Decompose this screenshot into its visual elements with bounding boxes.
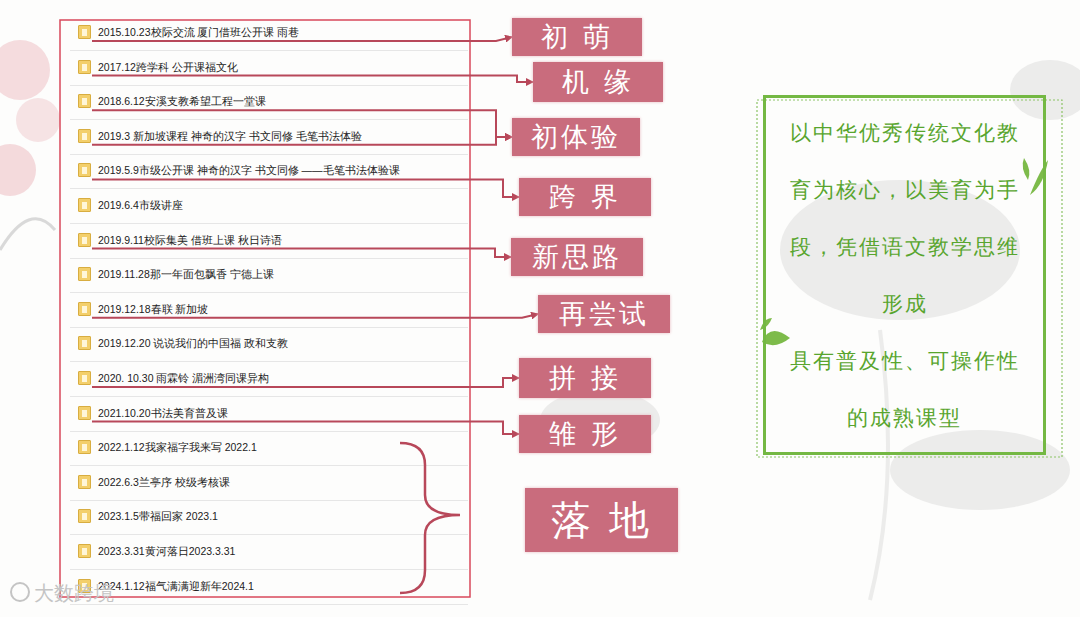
folder-icon: [78, 267, 91, 281]
ink-flower: [0, 40, 60, 250]
file-entry: 2019.5.9市级公开课 神奇的汉字 书文同修 ——毛笔书法体验课: [70, 161, 465, 179]
entry-text: 2019.12.20 说说我们的中国福 政和支教: [98, 337, 288, 349]
row-separator: [70, 154, 468, 155]
file-entry: 2019.12.20 说说我们的中国福 政和支教: [70, 334, 465, 352]
row-separator: [70, 569, 468, 570]
arrow-connector: [92, 249, 511, 257]
row-separator: [70, 534, 468, 535]
row-separator: [70, 327, 468, 328]
entry-text: 2024.1.12福气满满迎新年2024.1: [98, 580, 254, 592]
file-entry: 2017.12跨学科 公开课福文化: [70, 58, 465, 76]
row-separator: [70, 188, 468, 189]
curly-brace: [400, 443, 460, 593]
row-separator: [70, 292, 468, 293]
folder-icon: [78, 163, 91, 177]
folder-icon: [78, 406, 91, 420]
file-entry: 2024.1.12福气满满迎新年2024.1: [70, 577, 465, 595]
watermark-logo: [11, 583, 29, 601]
folder-icon: [78, 509, 91, 523]
row-separator: [70, 258, 468, 259]
dotted-frame: [757, 100, 1062, 457]
folder-icon: [78, 60, 91, 74]
row-separators: [70, 51, 468, 605]
file-entry: 2019.9.11校际集美 借班上课 秋日诗语: [70, 231, 465, 249]
row-separator: [70, 604, 468, 605]
entry-text: 2019.3 新加坡课程 神奇的汉字 书文同修 毛笔书法体验: [98, 130, 362, 142]
file-entry: 2019.3 新加坡课程 神奇的汉字 书文同修 毛笔书法体验: [70, 127, 465, 145]
stage-label: 新思路: [511, 238, 643, 276]
stage-text: 初体验: [531, 119, 621, 155]
stage-label: 落 地: [525, 488, 678, 552]
entry-text: 2019.11.28那一年面包飘香 宁德上课: [98, 268, 274, 280]
stage-text: 拼 接: [549, 360, 621, 396]
folder-icon: [78, 94, 91, 108]
stage-label: 初 萌: [512, 18, 642, 56]
file-entry: 2022.6.3兰亭序 校级考核课: [70, 473, 465, 491]
folder-icon: [78, 475, 91, 489]
summary-text: 以中华优秀传统文化教育为核心，以美育为手段，凭借语文教学思维形成: [785, 104, 1025, 332]
stage-text: 初 萌: [541, 19, 613, 55]
entry-text: 2022.6.3兰亭序 校级考核课: [98, 476, 230, 488]
entry-text: 2021.10.20书法美育普及课: [98, 407, 228, 419]
file-entry: 2019.11.28那一年面包飘香 宁德上课: [70, 265, 465, 283]
stage-text: 跨 界: [549, 179, 621, 215]
file-entry: 2023.1.5带福回家 2023.1: [70, 507, 465, 525]
entry-text: 2023.1.5带福回家 2023.1: [98, 510, 218, 522]
row-separator: [70, 85, 468, 86]
entry-text: 2019.5.9市级公开课 神奇的汉字 书文同修 ——毛笔书法体验课: [98, 164, 400, 176]
panel-border: [60, 20, 470, 597]
entry-text: 2017.12跨学科 公开课福文化: [98, 61, 238, 73]
folder-icon: [78, 336, 91, 350]
row-separator: [70, 431, 468, 432]
entry-text: 2015.10.23校际交流 厦门借班公开课 雨巷: [98, 26, 299, 38]
folder-icon: [78, 25, 91, 39]
file-entry: 2022.1.12我家福字我来写 2022.1: [70, 438, 465, 456]
arrow-connector: [92, 422, 519, 434]
row-separator: [70, 361, 468, 362]
entry-text: 2020. 10.30 雨霖铃 湄洲湾同课异构: [98, 372, 269, 384]
stage-text: 落 地: [551, 493, 653, 548]
stage-label: 雏 形: [519, 415, 651, 453]
file-entry: 2021.10.20书法美育普及课: [70, 404, 465, 422]
row-separator: [70, 396, 468, 397]
stage-label: 初体验: [512, 118, 640, 156]
stage-label: 机 缘: [533, 62, 663, 102]
entry-text: 2019.6.4市级讲座: [98, 199, 183, 211]
entry-text: 2019.9.11校际集美 借班上课 秋日诗语: [98, 234, 282, 246]
file-entry: 2015.10.23校际交流 厦门借班公开课 雨巷: [70, 23, 465, 41]
arrow-connector: [92, 76, 533, 82]
stage-text: 新思路: [532, 239, 622, 275]
summary-box: 以中华优秀传统文化教育为核心，以美育为手段，凭借语文教学思维形成具有普及性、可操…: [763, 95, 1046, 455]
file-entry: 2019.12.18春联 新加坡: [70, 300, 465, 318]
entry-text: 2018.6.12安溪支教希望工程一堂课: [98, 95, 266, 107]
file-entry: 2019.6.4市级讲座: [70, 196, 465, 214]
entry-text: 2023.3.31黄河落日2023.3.31: [98, 545, 235, 557]
folder-icon: [78, 371, 91, 385]
folder-icon: [78, 544, 91, 558]
file-entry: 2020. 10.30 雨霖铃 湄洲湾同课异构: [70, 369, 465, 387]
stage-label: 拼 接: [519, 358, 651, 398]
arrow-connector: [92, 179, 519, 197]
stage-text: 雏 形: [549, 416, 621, 452]
summary-text: 具有普及性、可操作性的成熟课型: [785, 332, 1025, 446]
folder-icon: [78, 302, 91, 316]
folder-icon: [78, 233, 91, 247]
folder-icon: [78, 129, 91, 143]
entry-text: 2022.1.12我家福字我来写 2022.1: [98, 441, 257, 453]
stage-text: 再尝试: [559, 296, 649, 332]
entry-text: 2019.12.18春联 新加坡: [98, 303, 208, 315]
stage-text: 机 缘: [562, 64, 634, 100]
row-separator: [70, 50, 468, 51]
row-separator: [70, 223, 468, 224]
folder-icon: [78, 198, 91, 212]
file-entry: 2018.6.12安溪支教希望工程一堂课: [70, 92, 465, 110]
stage-label: 跨 界: [519, 178, 651, 216]
row-separator: [70, 500, 468, 501]
row-separator: [70, 119, 468, 120]
file-entry: 2023.3.31黄河落日2023.3.31: [70, 542, 465, 560]
stage-label: 再尝试: [538, 295, 670, 333]
watermark: 大数跨境: [34, 580, 114, 607]
folder-icon: [78, 440, 91, 454]
row-separator: [70, 465, 468, 466]
